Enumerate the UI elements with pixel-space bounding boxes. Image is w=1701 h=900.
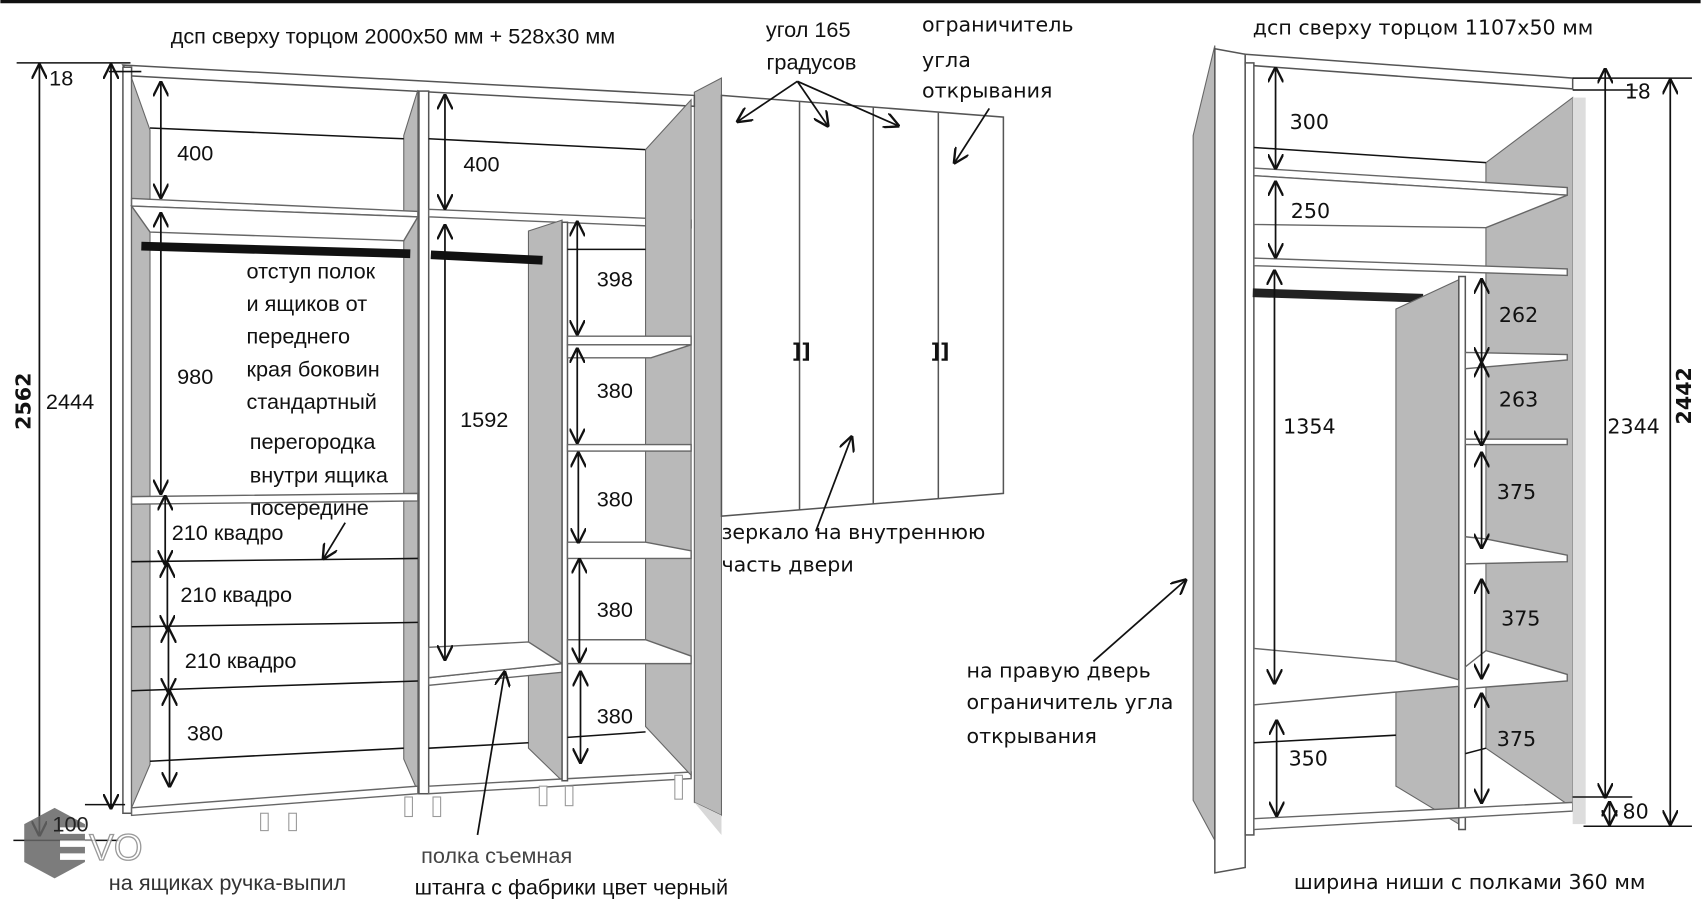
dim-right-col-2: 380: [597, 378, 633, 403]
svg-text:внутри ящика: внутри ящика: [250, 463, 389, 488]
dim-right-col-1: 262: [1499, 303, 1538, 327]
dim-right-col-4: 380: [597, 597, 633, 622]
removable-shelf-note: полка съемная: [421, 843, 572, 868]
svg-text:зеркало на внутреннюю: зеркало на внутреннюю: [721, 520, 985, 544]
left-dimensions: [13, 62, 580, 842]
dim-plinth: 100: [52, 812, 88, 837]
dim-right-col-2: 263: [1499, 388, 1538, 412]
dim-right-col-5: 380: [597, 703, 633, 728]
door-handle-icon: ]]: [931, 339, 950, 363]
dim-right-col-1: 398: [597, 266, 633, 291]
right-door-note: на правую дверь ограничитель угла открыв…: [967, 659, 1174, 748]
dim-left-bottom: 380: [187, 721, 223, 746]
dim-inner-height: 2444: [46, 389, 94, 414]
right-cabinet: [1192, 45, 1586, 874]
rail-note: штанга с фабрики цвет черный: [415, 875, 729, 900]
right-dimensions: [1092, 68, 1692, 828]
limiter-note: ограничитель угла открывания: [922, 12, 1073, 102]
dim-bottom: 350: [1289, 747, 1328, 771]
dim-top-thickness: 18: [1625, 80, 1651, 104]
doors: ]] ]]: [720, 80, 1005, 532]
svg-text:и ящиков от: и ящиков от: [247, 291, 368, 316]
dim-drawer-3: 210 квадро: [185, 648, 297, 673]
rail-right: [1252, 288, 1424, 303]
dim-middle-hanging: 1592: [460, 407, 508, 432]
offset-note: отступ полок и ящиков от переднего края …: [247, 259, 380, 414]
dim-right-col-3: 380: [597, 486, 633, 511]
svg-text:переднего: переднего: [247, 324, 351, 349]
svg-text:на правую дверь: на правую дверь: [967, 659, 1151, 683]
dim-left-hanging: 980: [177, 364, 213, 389]
svg-text:угол 165: угол 165: [766, 17, 851, 42]
svg-text:ограничитель угла: ограничитель угла: [967, 690, 1174, 714]
svg-text:градусов: градусов: [767, 49, 857, 74]
top-border: [0, 0, 1701, 4]
floor-shadow: [694, 802, 722, 835]
dim-plinth: 80: [1623, 800, 1649, 824]
dim-drawer-2: 210 квадро: [180, 582, 292, 607]
svg-text:перегородка: перегородка: [250, 429, 377, 454]
angle-note: угол 165 градусов: [766, 17, 857, 75]
dim-top-thickness: 18: [49, 66, 73, 91]
niche-width-note: ширина ниши с полками 360 мм: [1294, 870, 1645, 894]
drawer-handle-note: на ящиках ручка-выпил: [109, 870, 346, 895]
dim-right-col-3: 375: [1497, 480, 1536, 504]
left-top-note: дсп сверху торцом 2000х50 мм + 528х30 мм: [171, 23, 615, 48]
svg-text:VO: VO: [89, 827, 142, 868]
dim-total-height: 2562: [12, 373, 36, 430]
dim-hanging: 1354: [1283, 415, 1335, 439]
rail-left: [141, 241, 411, 259]
dim-left-top-shelf: 400: [177, 140, 213, 165]
rail-middle: [430, 250, 543, 265]
legs: [260, 774, 683, 832]
dim-middle-top-shelf: 400: [463, 151, 499, 176]
mirror-note: зеркало на внутреннюю часть двери: [721, 520, 985, 577]
dim-top-shelf: 300: [1290, 110, 1329, 134]
svg-text:стандартный: стандартный: [247, 389, 377, 414]
dim-right-col-5: 375: [1497, 727, 1536, 751]
svg-text:ограничитель: ограничитель: [922, 12, 1073, 36]
door-handle-icon: ]]: [792, 339, 811, 363]
svg-text:угла: угла: [922, 48, 971, 72]
svg-text:края боковин: края боковин: [247, 356, 380, 381]
left-cabinet: [121, 64, 723, 835]
svg-text:открывания: открывания: [967, 724, 1097, 748]
partition-note: перегородка внутри ящика посередине: [250, 429, 389, 520]
svg-text:отступ полок: отступ полок: [247, 259, 376, 284]
right-edge-shadow: [1572, 97, 1586, 825]
dim-right-col-4: 375: [1501, 607, 1540, 631]
svg-text:открывания: открывания: [922, 79, 1052, 103]
right-top-note: дсп сверху торцом 1107х50 мм: [1253, 16, 1593, 40]
dim-drawer-1: 210 квадро: [172, 520, 284, 545]
dim-total-height: 2442: [1672, 367, 1696, 424]
evo-logo: VO: [24, 807, 143, 879]
outer-side-panel: [693, 77, 723, 817]
dim-inner-height: 2344: [1607, 415, 1659, 439]
svg-text:посередине: посередине: [250, 495, 369, 520]
svg-text:часть двери: часть двери: [721, 552, 853, 576]
dim-second-shelf: 250: [1291, 199, 1330, 223]
